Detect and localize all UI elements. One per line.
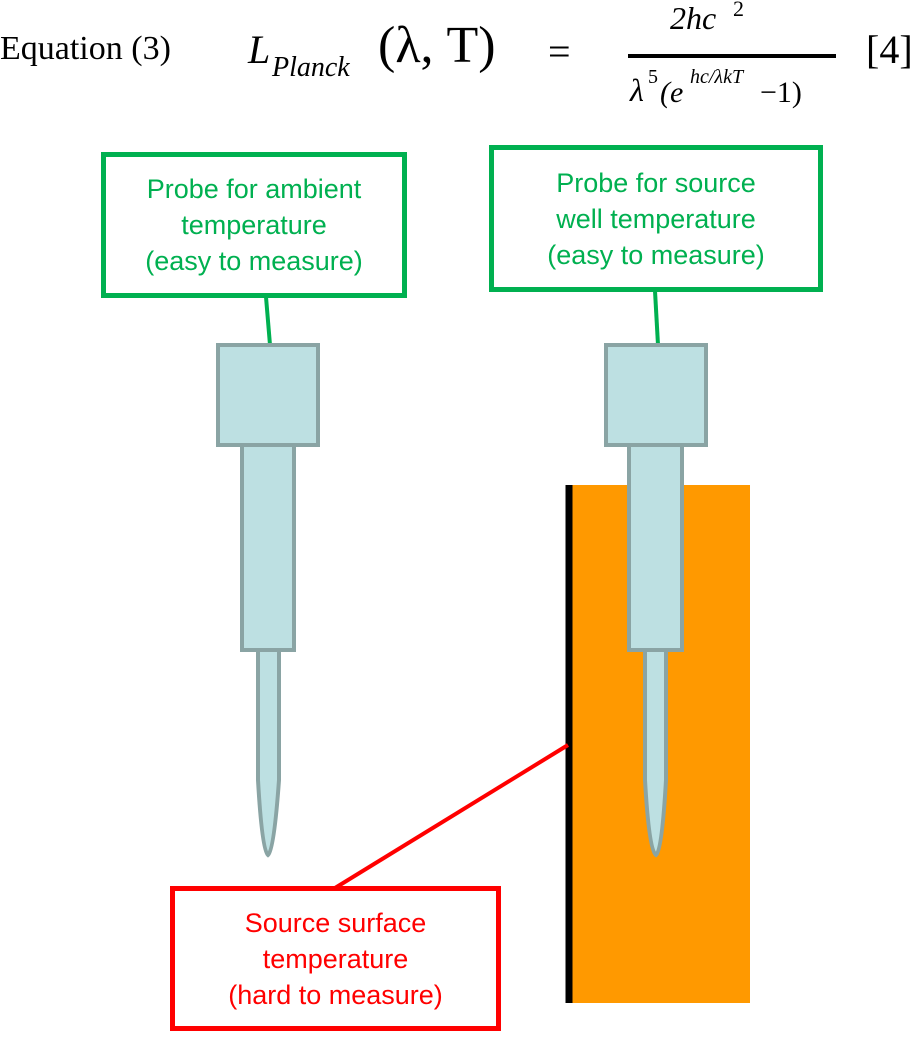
eq-exp: hc/λkT (690, 66, 744, 88)
surface-leader (333, 743, 570, 890)
fraction-bar (628, 54, 836, 58)
label-line: Probe for source (556, 167, 756, 198)
label-line: Probe for ambient (146, 174, 362, 204)
label-line: temperature (181, 210, 327, 240)
eq-args: (λ, T) (378, 17, 496, 74)
surface-temperature-label: Source surface temperature (hard to meas… (170, 886, 501, 1031)
ambient-probe (216, 343, 320, 858)
eq-reference: [4] (866, 27, 913, 72)
eq-lambda: λ (630, 72, 644, 108)
ambient-leader (264, 296, 272, 346)
well-probe (604, 343, 708, 858)
eq-open: (e (660, 76, 684, 109)
eq-L: L (248, 27, 271, 72)
ambient-probe-label: Probe for ambient temperature (easy to m… (101, 152, 407, 298)
well-probe-label: Probe for source well temperature (easy … (489, 145, 823, 292)
eq-numerator: 2hc (670, 0, 717, 36)
eq-close: −1) (760, 76, 802, 109)
well-leader (653, 290, 660, 346)
eq-equals: = (548, 29, 571, 74)
label-line: temperature (262, 943, 409, 974)
eq-sup5: 5 (648, 66, 658, 88)
eq-num-sup: 2 (733, 0, 744, 21)
label-line: (hard to measure) (228, 979, 443, 1010)
equation-label: Equation (3) (0, 30, 171, 67)
eq-sub: Planck (272, 52, 350, 83)
label-line: well temperature (556, 203, 756, 234)
label-line: (easy to measure) (145, 246, 363, 276)
label-line: (easy to measure) (547, 239, 765, 270)
label-line: Source surface (244, 907, 427, 938)
